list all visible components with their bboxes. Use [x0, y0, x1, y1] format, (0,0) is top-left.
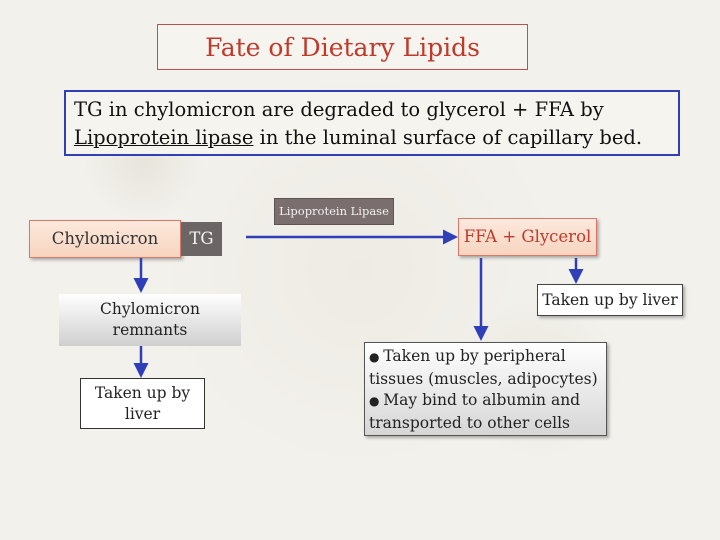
statement-box: TG in chylomicron are degraded to glycer…: [64, 90, 680, 156]
fate-item-1-line-2: tissues (muscles, adipocytes): [369, 369, 598, 388]
chylomicron-remnants-node: Chylomicron remnants: [59, 294, 241, 346]
statement-line-2-rest: in the luminal surface of capillary bed.: [253, 126, 643, 149]
bullet-icon: ●: [369, 350, 384, 364]
fate-item-2-line-1: ● May bind to albumin and: [369, 390, 606, 413]
bullet-icon: ●: [369, 394, 384, 408]
fate-item-1-text: Taken up by peripheral: [383, 347, 566, 365]
fate-item-2-text: May bind to albumin and: [383, 391, 581, 409]
ffa-glycerol-node: FFA + Glycerol: [458, 218, 597, 256]
remnants-line-2: remnants: [112, 321, 188, 339]
chylomicron-node: Chylomicron: [29, 220, 181, 258]
tg-node: TG: [181, 222, 222, 256]
statement-line-1: TG in chylomicron are degraded to glycer…: [74, 98, 604, 121]
fate-item-2-line-2: transported to other cells: [369, 413, 570, 432]
liver-left-line-1: Taken up by: [94, 384, 191, 402]
taken-up-by-liver-left-node: Taken up by liver: [80, 378, 205, 429]
enzyme-label: Lipoprotein Lipase: [274, 198, 394, 225]
taken-up-by-liver-right-node: Taken up by liver: [537, 284, 683, 316]
statement-line-2: Lipoprotein lipase in the luminal surfac…: [74, 124, 670, 152]
ffa-fate-node: ● Taken up by peripheral tissues (muscle…: [364, 342, 607, 436]
liver-left-line-2: liver: [124, 405, 161, 423]
remnants-line-1: Chylomicron: [100, 300, 200, 318]
lipoprotein-lipase-term: Lipoprotein lipase: [74, 126, 254, 149]
diagram-title: Fate of Dietary Lipids: [157, 24, 528, 70]
fate-item-1-line-1: ● Taken up by peripheral: [369, 346, 606, 369]
